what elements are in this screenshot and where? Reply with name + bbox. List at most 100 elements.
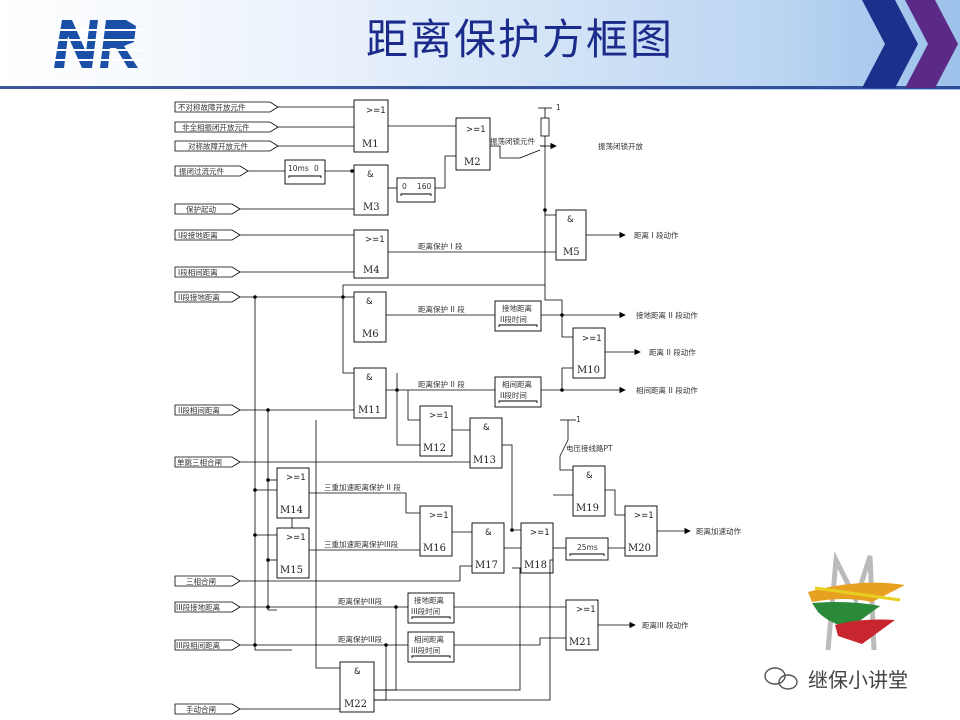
timer-t5: 25ms <box>565 537 609 561</box>
input-i5-label: 保护起动 <box>186 204 216 214</box>
svg-text:>=1: >=1 <box>576 605 596 615</box>
svg-text:M21: M21 <box>569 637 592 648</box>
logic-diagram: 不对称故障开放元件 非全相振闭开放元件 对称故障开放元件 振闭过流元件 保护起动… <box>174 99 905 715</box>
svg-text:>=1: >=1 <box>634 511 654 521</box>
input-i11-label: 三相合闸 <box>186 576 216 586</box>
nr-logo <box>52 16 142 76</box>
svg-text:M12: M12 <box>423 443 446 454</box>
input-i10: 单跳三相合闸 <box>174 456 241 468</box>
input-i11: 三相合闸 <box>174 575 241 587</box>
svg-text:&: & <box>366 297 373 307</box>
svg-text:>=1: >=1 <box>429 411 449 421</box>
svg-text:M16: M16 <box>423 543 446 554</box>
input-i13: III段相间距离 <box>174 639 241 651</box>
output-o2: 距离 I 段动作 <box>634 230 679 240</box>
svg-text:M13: M13 <box>473 455 496 466</box>
svg-text:M4: M4 <box>363 265 380 276</box>
header-chevron-2 <box>905 0 958 88</box>
label-vol: 振荡闭锁元件 <box>490 136 535 146</box>
nr-logo-icon <box>52 20 142 68</box>
watermark-text: 继保小讲堂 <box>808 668 908 692</box>
output-o6: 距离加速动作 <box>696 526 741 536</box>
svg-text:M15: M15 <box>280 565 303 576</box>
label-acc2: 三重加速距离保护 II 段 <box>324 482 401 492</box>
output-o5: 相间距离 II 段动作 <box>636 385 698 395</box>
input-i8: II段接地距离 <box>174 291 241 303</box>
input-i5: 保护起动 <box>174 203 241 215</box>
svg-text:M1: M1 <box>362 139 379 150</box>
gate-M2: >=1M2 <box>455 117 491 171</box>
svg-text:相间距离: 相间距离 <box>414 634 444 644</box>
gate-M11: & M11 <box>353 367 387 419</box>
input-i7: I段相间距离 <box>174 266 241 278</box>
input-i4-label: 振闭过流元件 <box>179 166 224 176</box>
gate-M1: >=1M1 <box>353 99 389 153</box>
label-pt: 电压接线路PT <box>566 443 613 453</box>
svg-text:接地距离: 接地距离 <box>502 303 532 313</box>
output-o7: 距离III 段动作 <box>642 620 689 630</box>
svg-text:>=1: >=1 <box>429 511 449 521</box>
junctions <box>253 169 564 647</box>
input-i9-label: II段相间距离 <box>178 405 220 415</box>
svg-text:M11: M11 <box>358 405 381 416</box>
input-i7-label: I段相间距离 <box>178 267 218 277</box>
svg-text:M6: M6 <box>362 329 379 340</box>
svg-text:M3: M3 <box>363 202 380 213</box>
svg-text:M22: M22 <box>344 699 367 710</box>
svg-text:M5: M5 <box>563 247 580 258</box>
svg-text:II段时间: II段时间 <box>500 314 527 324</box>
gate-M13: &M13 <box>469 417 503 469</box>
wechat-icon <box>764 667 798 690</box>
line-labels: 振荡闭锁元件 1 距离保护 I 段 距离保护 II 段 距离保护 II 段 三重… <box>324 103 613 644</box>
svg-text:&: & <box>586 471 593 481</box>
svg-text:II段时间: II段时间 <box>500 390 527 400</box>
input-i6: I段接地距离 <box>174 229 241 241</box>
input-i12: III段接地距离 <box>174 601 241 613</box>
gate-M3: &M3 <box>353 164 389 216</box>
label-d3b: 距离保护III段 <box>338 634 383 644</box>
svg-text:M14: M14 <box>280 505 303 516</box>
input-i1: 不对称故障开放元件 <box>174 101 279 113</box>
output-o4: 距离 II 段动作 <box>649 347 696 357</box>
header-chevron-1 <box>862 0 918 88</box>
input-i4: 振闭过流元件 <box>174 165 249 177</box>
svg-text:>=1: >=1 <box>365 235 385 245</box>
svg-text:>=1: >=1 <box>366 106 386 116</box>
input-i2-label: 非全相振闭开放元件 <box>182 122 250 132</box>
svg-text:>=1: >=1 <box>466 125 486 135</box>
input-i6-label: I段接地距离 <box>178 230 218 240</box>
svg-text:III段时间: III段时间 <box>411 645 440 655</box>
svg-text:0: 0 <box>314 164 319 173</box>
input-i9: II段相间距离 <box>174 404 241 416</box>
svg-text:M17: M17 <box>475 560 498 571</box>
label-d1: 距离保护 I 段 <box>418 241 463 251</box>
label-acc3: 三重加速距离保护III段 <box>324 539 399 549</box>
svg-text:III段时间: III段时间 <box>411 606 440 616</box>
gate-M17: & M17 <box>471 522 505 574</box>
input-i1-label: 不对称故障开放元件 <box>178 102 246 112</box>
svg-text:M19: M19 <box>576 503 599 514</box>
svg-text:&: & <box>485 528 492 538</box>
svg-text:相间距离: 相间距离 <box>502 379 532 389</box>
svg-text:&: & <box>366 373 373 383</box>
input-i14: 手动合闸 <box>174 703 241 715</box>
wiring <box>240 106 691 710</box>
svg-text:10ms: 10ms <box>288 164 309 173</box>
header-background <box>0 0 960 90</box>
svg-text:&: & <box>354 667 361 677</box>
svg-text:0: 0 <box>402 182 407 191</box>
input-i13-label: III段相间距离 <box>176 640 221 650</box>
svg-text:M18: M18 <box>524 560 547 571</box>
gate-M6: & M6 <box>353 291 387 343</box>
timer-t1: 10ms 0 <box>284 159 326 185</box>
